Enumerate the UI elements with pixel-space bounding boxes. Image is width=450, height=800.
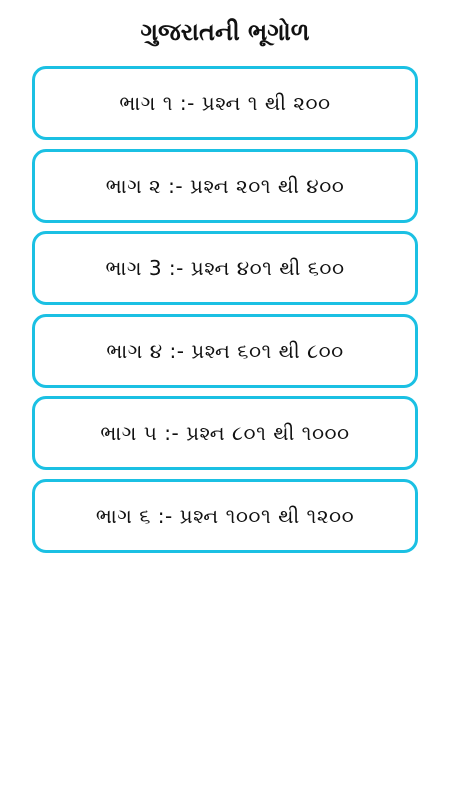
- part-4-label: ભાગ ૪ :- પ્રશ્ન ૬૦૧ થી ૮૦૦: [106, 338, 344, 363]
- part-4-button[interactable]: ભાગ ૪ :- પ્રશ્ન ૬૦૧ થી ૮૦૦: [32, 313, 418, 388]
- part-5-button[interactable]: ભાગ ૫ :- પ્રશ્ન ૮૦૧ થી ૧૦૦૦: [32, 396, 418, 470]
- part-2-button[interactable]: ભાગ ૨ :- પ્રશ્ન ૨૦૧ થી ૪૦૦: [32, 148, 418, 223]
- part-3-label: ભાગ 3 :- પ્રશ્ન ૪૦૧ થી ૬૦૦: [105, 256, 345, 280]
- part-1-label: ભાગ ૧ :- પ્રશ્ન ૧ થી ૨૦૦: [119, 91, 331, 115]
- page-title: ગુજરાતની ભૂગોળ: [140, 18, 310, 46]
- part-1-button[interactable]: ભાગ ૧ :- પ્રશ્ન ૧ થી ૨૦૦: [32, 66, 418, 140]
- part-6-button[interactable]: ભાગ ૬ :- પ્રશ્ન ૧૦૦૧ થી ૧૨૦૦: [32, 478, 418, 553]
- part-6-label: ભાગ ૬ :- પ્રશ્ન ૧૦૦૧ થી ૧૨૦૦: [95, 503, 355, 528]
- parts-list: ભાગ ૧ :- પ્રશ્ન ૧ થી ૨૦૦ ભાગ ૨ :- પ્રશ્ન…: [32, 66, 418, 561]
- part-5-label: ભાગ ૫ :- પ્રશ્ન ૮૦૧ થી ૧૦૦૦: [100, 421, 350, 445]
- part-3-button[interactable]: ભાગ 3 :- પ્રશ્ન ૪૦૧ થી ૬૦૦: [32, 231, 418, 305]
- part-2-label: ભાગ ૨ :- પ્રશ્ન ૨૦૧ થી ૪૦૦: [105, 173, 345, 198]
